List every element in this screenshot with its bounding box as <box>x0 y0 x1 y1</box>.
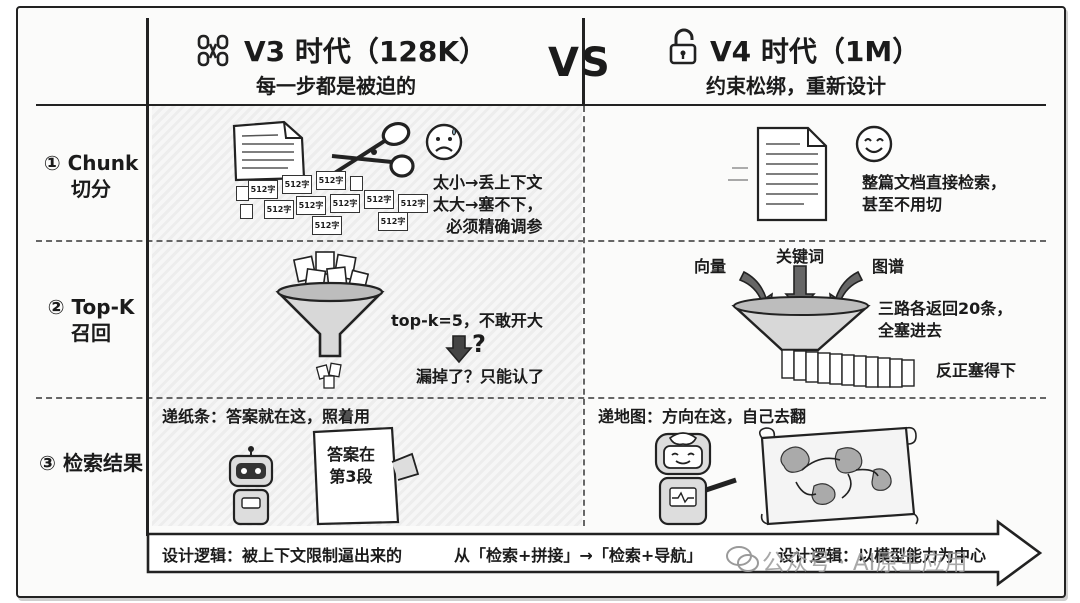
row-label-chunk-line2: 切分 <box>71 177 111 201</box>
chunk-chip: 512字 <box>330 194 360 213</box>
header-divider <box>36 104 1046 106</box>
robot-icon <box>228 446 274 526</box>
chunk-chip: 512字 <box>282 175 312 194</box>
row-divider-1 <box>36 240 1046 242</box>
row-label-topk-line2: 召回 <box>71 321 111 345</box>
document-icon <box>232 120 306 182</box>
chunk-chip: 512字 <box>312 216 342 235</box>
wechat-icon <box>726 546 759 572</box>
v4-chunk-note: 整篇文档直接检索， 甚至不用切 <box>862 172 1006 216</box>
v4-chunk-note-line: 甚至不用切 <box>862 195 943 214</box>
broken-chain-icon <box>197 34 229 67</box>
row-label-chunk-line1: ① Chunk <box>43 151 139 175</box>
input-label-vector: 向量 <box>694 257 727 276</box>
chunk-chip: 512字 <box>316 171 346 190</box>
v4-result-caption: 递地图：方向在这，自己去翻 <box>598 407 807 426</box>
whole-document-icon <box>728 126 828 222</box>
vs-label: VS <box>548 40 612 86</box>
v4-topk-note-line: 三路各返回20条， <box>878 299 1013 318</box>
v3-subtitle: 每一步都是被迫的 <box>256 74 416 98</box>
down-arrow-icon <box>445 335 473 364</box>
v4-topk-note-line: 全塞进去 <box>878 321 943 340</box>
v4-topk-note-2: 反正塞得下 <box>936 361 1017 380</box>
chunk-chip: 512字 <box>398 194 428 213</box>
chunk-chip: 512字 <box>378 212 408 231</box>
row-divider-2 <box>36 397 1046 399</box>
answer-note-paper <box>312 426 420 526</box>
smart-robot-icon <box>654 432 737 526</box>
v3-topk-note-2: 漏掉了？只能认了 <box>416 367 545 386</box>
answer-note-text: 答案在 第3段 <box>318 444 384 488</box>
map-icon <box>758 426 919 526</box>
center-divider-top <box>582 18 585 104</box>
row-label-topk: ② Top-K 召回 <box>36 294 146 346</box>
footer-right-text: 设计逻辑：以模型能力为中心 <box>778 546 987 565</box>
v3-chunk-note-line: 太大→塞不下， <box>433 195 543 214</box>
label-column-divider <box>146 18 149 536</box>
center-divider <box>583 106 585 526</box>
answer-note-line: 答案在 <box>326 445 375 464</box>
answer-note-line: 第3段 <box>329 467 373 486</box>
watermark-text: 公众号 · AI原生应用 <box>762 550 968 576</box>
v4-title: V4 时代（1M） <box>710 35 921 68</box>
v3-chunk-note-line: 太小→丢上下文 <box>433 173 543 192</box>
chunk-chip: 512字 <box>248 180 278 199</box>
row-label-result: ③ 检索结果 <box>39 451 143 475</box>
row-label-chunk: ① Chunk 切分 <box>36 150 146 202</box>
scissors-icon <box>328 122 415 178</box>
v3-chunk-note-line: 必须精确调参 <box>446 217 543 236</box>
chunk-chip-small <box>350 176 363 191</box>
chunk-chip-small <box>236 186 249 201</box>
chunk-chip: 512字 <box>296 196 326 215</box>
footer-left-text: 设计逻辑：被上下文限制逼出来的 <box>162 546 403 565</box>
footer-middle-text: 从「检索+拼接」→「检索+导航」 <box>454 546 703 565</box>
smiling-face-icon <box>855 125 893 163</box>
footer-arrow <box>146 519 1043 587</box>
v4-chunk-note-line: 整篇文档直接检索， <box>862 173 1007 192</box>
chunk-chip: 512字 <box>264 200 294 219</box>
question-mark: ? <box>472 330 486 358</box>
v4-topk-note: 三路各返回20条， 全塞进去 <box>878 298 1012 342</box>
row-label-topk-line1: ② Top-K <box>47 295 135 319</box>
v3-result-caption: 递纸条：答案就在这，照着用 <box>162 407 371 426</box>
input-label-graph: 图谱 <box>872 257 905 276</box>
chunk-chip-small <box>240 204 253 219</box>
open-padlock-icon <box>669 28 697 65</box>
v3-chunk-note: 太小→丢上下文 太大→塞不下， 必须精确调参 <box>433 172 542 238</box>
input-label-keyword: 关键词 <box>776 247 825 266</box>
document-stack-icon <box>781 349 915 388</box>
v3-title: V3 时代（128K） <box>244 35 488 68</box>
chunk-chip: 512字 <box>364 190 394 209</box>
three-way-funnel-icon <box>731 265 871 352</box>
v4-subtitle: 约束松绑，重新设计 <box>706 74 886 98</box>
funnel-icon <box>275 251 385 389</box>
worried-face-icon <box>425 123 463 161</box>
v3-topk-note: top-k=5，不敢开大 <box>391 311 543 330</box>
